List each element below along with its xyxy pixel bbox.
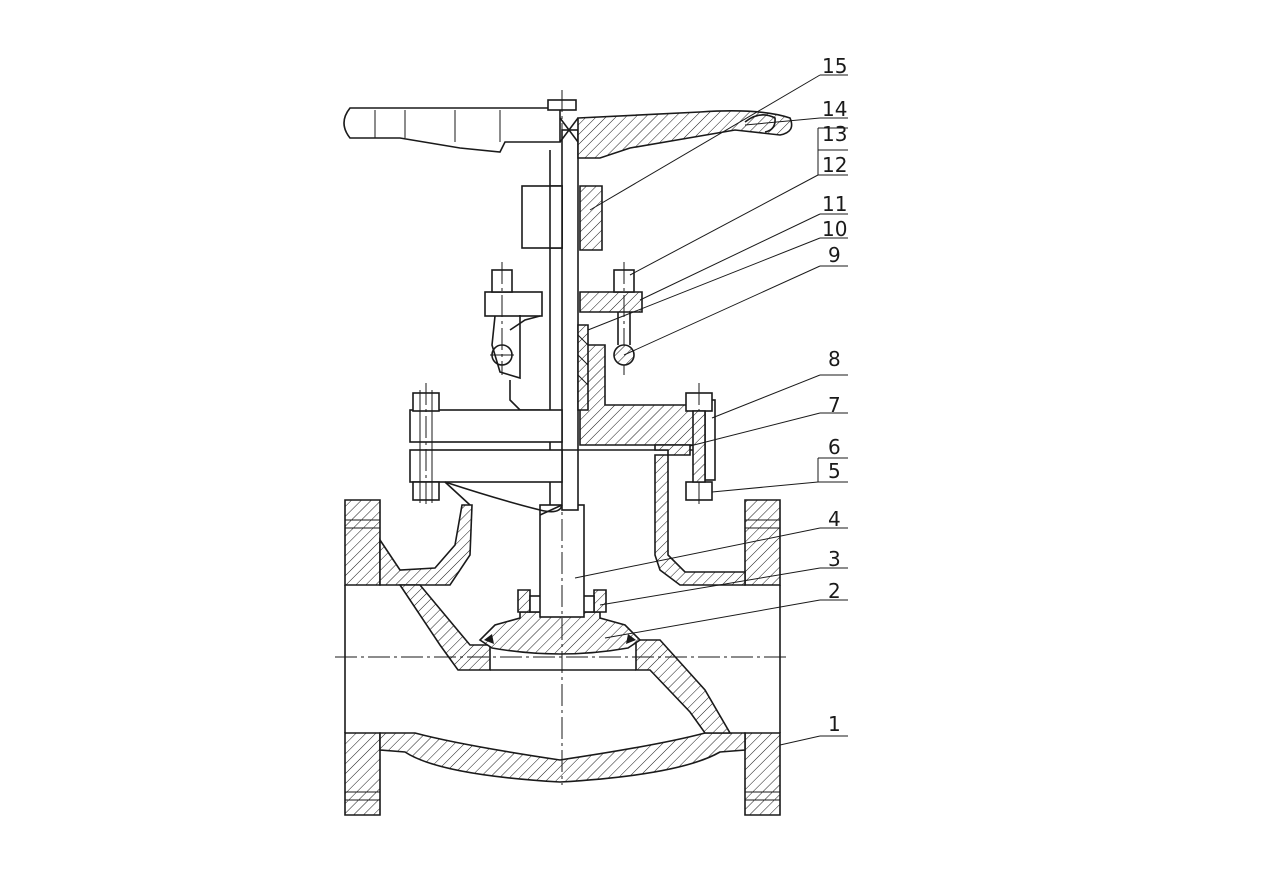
part-label-11: 11 xyxy=(822,192,847,216)
part-label-8: 8 xyxy=(828,347,841,371)
part-label-14: 14 xyxy=(822,97,847,121)
leader-lines xyxy=(574,74,848,746)
bonnet-bolts xyxy=(412,383,713,508)
part-label-13: 13 xyxy=(822,122,847,146)
valve-bonnet xyxy=(409,344,716,513)
yoke-nut xyxy=(521,185,603,251)
centerlines xyxy=(335,90,790,785)
handwheel xyxy=(343,99,793,159)
part-labels: 15 14 13 12 11 10 9 8 7 6 5 4 3 2 1 xyxy=(822,54,847,736)
part-label-7: 7 xyxy=(828,393,841,417)
part-label-3: 3 xyxy=(828,547,841,571)
part-label-1: 1 xyxy=(828,712,841,736)
part-label-4: 4 xyxy=(828,507,841,531)
part-label-10: 10 xyxy=(822,217,847,241)
part-label-12: 12 xyxy=(822,153,847,177)
part-label-15: 15 xyxy=(822,54,847,78)
valve-body xyxy=(344,454,781,816)
part-label-5: 5 xyxy=(828,459,841,483)
part-label-6: 6 xyxy=(828,435,841,459)
part-label-9: 9 xyxy=(828,243,841,267)
part-label-2: 2 xyxy=(828,579,841,603)
